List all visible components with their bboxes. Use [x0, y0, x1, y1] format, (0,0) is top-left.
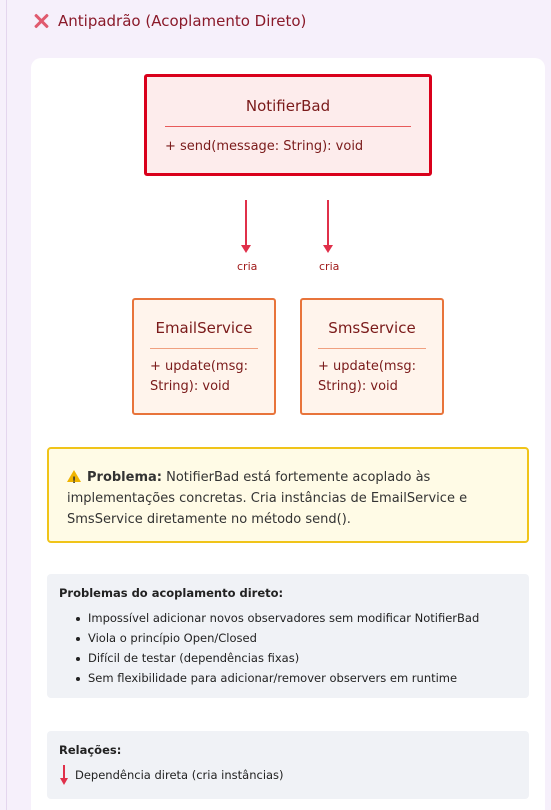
page-border	[6, 0, 7, 810]
list-item: Impossível adicionar novos observadores …	[76, 608, 517, 628]
dependency-arrow-email	[241, 200, 251, 253]
problem-text: NotifierBad está fortemente acoplado às …	[67, 470, 468, 527]
class-method: + update(msg: String): void	[150, 359, 248, 394]
class-divider	[165, 126, 411, 127]
class-divider	[318, 348, 426, 349]
class-method: + send(message: String): void	[165, 139, 364, 154]
list-item: Difícil de testar (dependências fixas)	[76, 648, 517, 668]
list-item: Sem flexibilidade para adicionar/remover…	[76, 668, 517, 688]
relations-title: Relações:	[59, 743, 122, 757]
dependency-arrow-sms	[323, 200, 333, 253]
class-name: EmailService	[155, 319, 253, 337]
red-arrow-icon	[59, 765, 69, 785]
warning-icon	[67, 470, 81, 492]
problems-list: Impossível adicionar novos observadores …	[59, 608, 517, 688]
section-title: Antipadrão (Acoplamento Direto)	[58, 12, 307, 30]
problems-title: Problemas do acoplamento direto:	[59, 586, 284, 600]
class-notifierbad: NotifierBad + send(message: String): voi…	[144, 74, 432, 176]
class-name: NotifierBad	[245, 97, 331, 115]
class-smsservice: SmsService + update(msg: String): void	[300, 298, 444, 415]
class-emailservice: EmailService + update(msg: String): void	[132, 298, 276, 415]
class-divider	[150, 348, 258, 349]
class-name: SmsService	[328, 319, 416, 337]
arrow-label: cria	[237, 260, 258, 273]
class-method: + update(msg: String): void	[318, 359, 416, 394]
relations-legend: Relações: Dependência direta (cria instâ…	[47, 731, 529, 799]
x-icon	[33, 13, 49, 29]
problem-callout: Problema: NotifierBad está fortemente ac…	[47, 447, 529, 543]
problem-label: Problema:	[87, 470, 162, 485]
legend-label: Dependência direta (cria instâncias)	[75, 768, 284, 782]
problems-box: Problemas do acoplamento direto: Impossí…	[47, 574, 529, 698]
section-header: Antipadrão (Acoplamento Direto)	[33, 10, 306, 32]
list-item: Viola o princípio Open/Closed	[76, 628, 517, 648]
legend-row: Dependência direta (cria instâncias)	[59, 765, 517, 785]
arrow-label: cria	[319, 260, 340, 273]
